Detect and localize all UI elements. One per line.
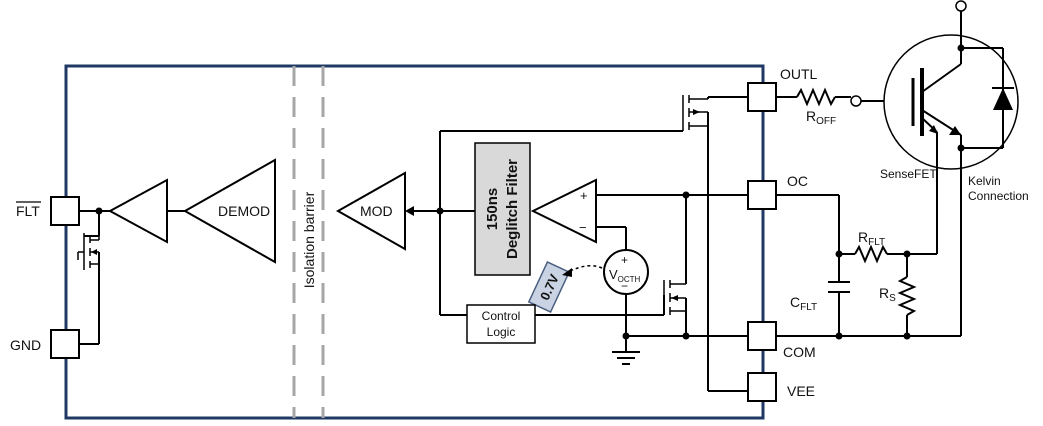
control-logic-line1: Control bbox=[482, 309, 521, 323]
comparator-minus: − bbox=[579, 220, 587, 235]
deglitch-filter-line1: 150ns bbox=[484, 188, 501, 231]
kelvin-label-line2: Connection bbox=[968, 189, 1029, 203]
cflt-label: CFLT bbox=[790, 294, 817, 313]
deglitch-filter-line2: Deglitch Filter bbox=[504, 159, 521, 259]
oc-clamp-mosfet bbox=[663, 280, 686, 315]
comparator bbox=[530, 178, 597, 244]
chip-outline bbox=[64, 64, 765, 420]
rflt-label: RFLT bbox=[858, 229, 885, 248]
kelvin-label-line1: Kelvin bbox=[968, 174, 1001, 188]
com-pin bbox=[747, 321, 777, 351]
flt-buffer bbox=[107, 178, 168, 244]
sensefet-label: SenseFET bbox=[880, 167, 937, 181]
outl-pin-label: OUTL bbox=[780, 66, 818, 82]
oc-pin bbox=[747, 180, 777, 210]
com-pin-label: COM bbox=[783, 344, 816, 360]
flt-pin bbox=[50, 196, 80, 226]
roff-label: ROFF bbox=[806, 108, 836, 127]
flt-pin-label: FLT bbox=[16, 203, 40, 219]
vee-pin bbox=[747, 372, 777, 402]
vocth-minus: − bbox=[621, 279, 628, 293]
flt-pulldown-nmos bbox=[77, 233, 100, 270]
cflt-capacitor bbox=[828, 281, 850, 293]
ground-symbol bbox=[612, 351, 640, 365]
comparator-plus: + bbox=[580, 188, 588, 203]
vocth-plus: + bbox=[621, 253, 628, 267]
control-logic-block bbox=[466, 304, 536, 344]
igbt-package bbox=[883, 34, 1019, 170]
oc-pin-label: OC bbox=[787, 173, 808, 189]
freewheel-diode bbox=[992, 48, 1014, 148]
mod-label: MOD bbox=[360, 203, 393, 219]
demod-label: DEMOD bbox=[218, 203, 270, 219]
control-logic-line2: Logic bbox=[487, 325, 516, 339]
outl-driver-mosfet bbox=[682, 95, 708, 131]
demod-block bbox=[182, 158, 276, 264]
deglitch-filter-block bbox=[474, 142, 531, 276]
rs-label: RS bbox=[879, 285, 896, 304]
reference-voltage-tag: 0.7V bbox=[527, 260, 571, 314]
gnd-pin bbox=[50, 329, 80, 359]
rflt-resistor bbox=[854, 244, 888, 264]
roff-resistor bbox=[796, 87, 836, 107]
vee-pin-label: VEE bbox=[787, 383, 815, 399]
outl-pin bbox=[747, 82, 777, 112]
gnd-pin-label: GND bbox=[10, 337, 41, 353]
isolation-barrier-label: Isolation barrier bbox=[301, 191, 317, 288]
vocth-label: VOCTH bbox=[609, 267, 641, 284]
rs-resistor bbox=[897, 276, 917, 316]
